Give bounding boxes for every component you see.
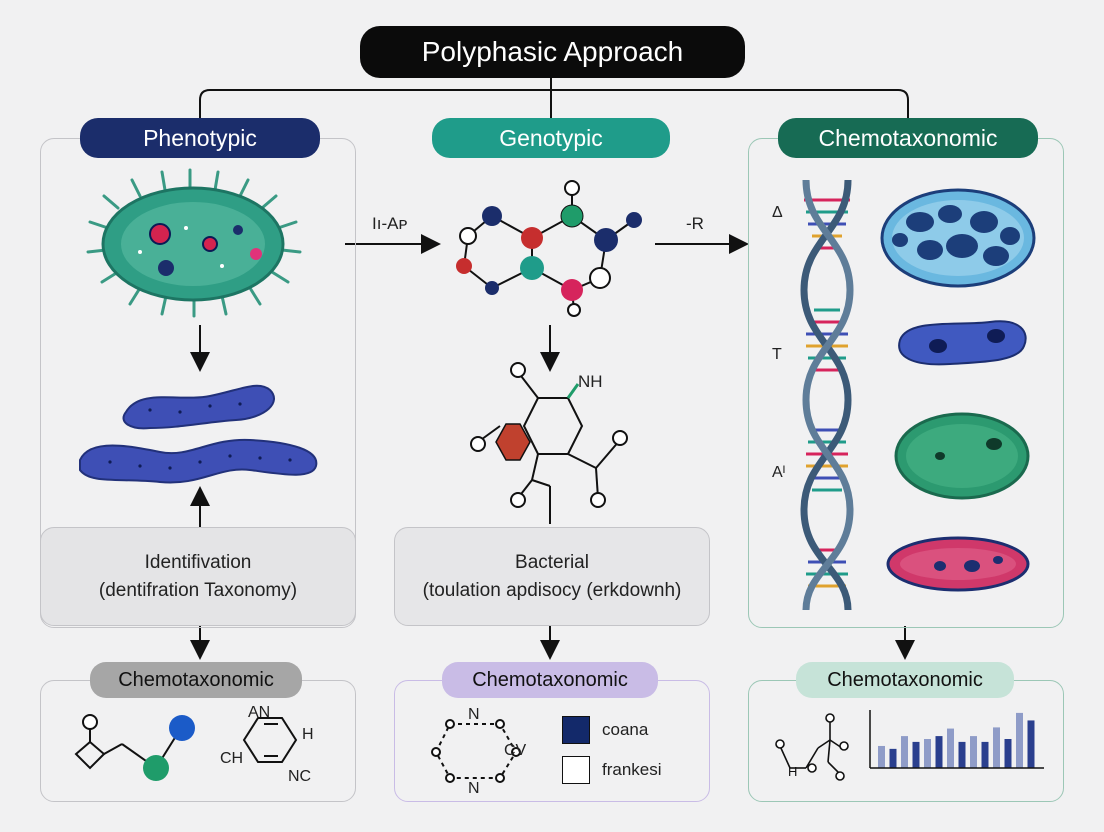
left-arrow-label: Iı-Aᴘ: [372, 214, 408, 233]
title-branch-connector: [199, 89, 909, 118]
label-n-top: N: [468, 706, 480, 723]
mini-bar: [901, 736, 908, 768]
mini-bar: [912, 741, 920, 768]
rod-cell-pink-icon: [886, 536, 1030, 592]
wavy-bacterium-icon: [79, 438, 318, 484]
mini-bar: [981, 741, 989, 768]
bottom-tag-left: Chemotaxonomic: [90, 662, 302, 698]
dna-label-delta: Δ: [772, 204, 783, 221]
chemotaxonomic-header: Chemotaxonomic: [778, 118, 1038, 158]
legend-label-coana: coana: [602, 720, 649, 739]
phenotypic-header: Phenotypic: [80, 118, 320, 158]
mini-bar: [935, 736, 943, 768]
mini-bar: [1027, 720, 1035, 768]
bottom-tag-middle: Chemotaxonomic: [442, 662, 658, 698]
nh-label: NH: [578, 372, 603, 391]
legend-label-frankesi: frankesi: [602, 760, 662, 779]
label-n-bottom: N: [468, 780, 480, 797]
genotypic-header: Genotypic: [432, 118, 670, 158]
dna-label-a: Aᴵ: [772, 464, 786, 481]
mini-bar: [970, 736, 977, 768]
label-h: H: [302, 726, 314, 743]
label-nc: NC: [288, 768, 312, 785]
diagram-title: Polyphasic Approach: [360, 26, 745, 78]
identification-box: Identifivation (dentifration Taxonomy): [40, 527, 356, 626]
legend-swatch-coana: [562, 716, 590, 744]
mini-bar: [889, 748, 897, 768]
label-ch: CH: [220, 750, 244, 767]
mini-bar: [1016, 712, 1023, 768]
rod-bacterium-icon: [122, 384, 275, 430]
identification-subtitle: (dentifration Taxonomy): [98, 579, 298, 601]
dna-helix-icon: [800, 179, 854, 611]
right-arrow-label: -R: [686, 214, 704, 233]
bacterial-subtitle: (toulation apdisocy (erkdownh): [422, 579, 682, 601]
mini-bar: [993, 727, 1000, 768]
label-cv: CV: [504, 742, 527, 759]
mini-bar: [1004, 739, 1012, 768]
round-cell-green-icon: [894, 412, 1030, 500]
spotted-cell-blue-icon: [880, 188, 1036, 288]
mini-bar: [958, 741, 966, 768]
bacterial-box: Bacterial (toulation apdisocy (erkdownh): [394, 527, 710, 626]
identification-title: Identifivation: [144, 551, 252, 573]
mini-bar: [947, 728, 954, 768]
bottom-tag-right: Chemotaxonomic: [796, 662, 1014, 698]
mini-bar: [878, 745, 885, 768]
svg-text:H: H: [788, 764, 797, 779]
label-an: AN: [248, 704, 271, 721]
mini-bar: [924, 739, 931, 768]
bacterial-title: Bacterial: [515, 551, 589, 573]
dna-label-t: T: [772, 346, 782, 363]
legend-swatch-frankesi: [562, 756, 590, 784]
rod-cell-blue-icon: [898, 320, 1027, 366]
mini-bar-chart: [878, 712, 1035, 768]
